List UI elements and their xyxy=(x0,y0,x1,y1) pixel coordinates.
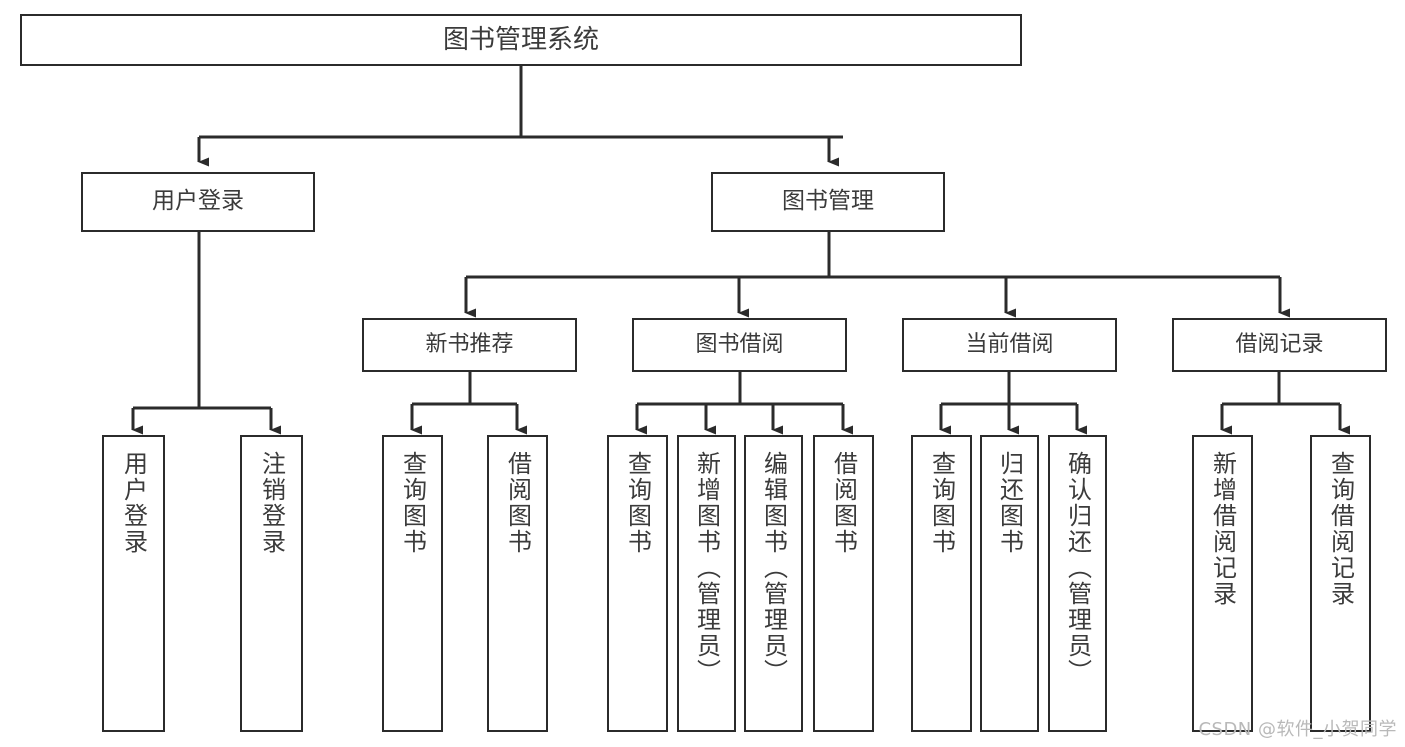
node-user-login-label: 用户登录 xyxy=(152,188,244,215)
node-leaf-add-record-label: 新增借阅记录 xyxy=(1208,451,1237,607)
node-borrow-record-label: 借阅记录 xyxy=(1235,332,1324,358)
node-leaf-query-book-2-label: 查询图书 xyxy=(623,451,652,555)
node-leaf-edit-book[interactable]: 编辑图书（管理员） xyxy=(744,435,803,732)
node-leaf-add-record[interactable]: 新增借阅记录 xyxy=(1192,435,1253,732)
node-leaf-query-book-1[interactable]: 查询图书 xyxy=(382,435,443,732)
node-leaf-add-book[interactable]: 新增图书（管理员） xyxy=(677,435,736,732)
node-book-borrow[interactable]: 图书借阅 xyxy=(632,318,847,372)
node-new-book-rec[interactable]: 新书推荐 xyxy=(362,318,577,372)
node-leaf-confirm-return[interactable]: 确认归还（管理员） xyxy=(1048,435,1107,732)
node-leaf-confirm-return-label: 确认归还（管理员） xyxy=(1063,451,1092,685)
node-book-manage[interactable]: 图书管理 xyxy=(711,172,945,232)
node-leaf-borrow-book-2-label: 借阅图书 xyxy=(829,451,858,555)
node-leaf-query-book-2[interactable]: 查询图书 xyxy=(607,435,668,732)
node-leaf-user-login-label: 用户登录 xyxy=(119,451,148,555)
node-user-login[interactable]: 用户登录 xyxy=(81,172,315,232)
node-leaf-user-login[interactable]: 用户登录 xyxy=(102,435,165,732)
node-borrow-record[interactable]: 借阅记录 xyxy=(1172,318,1387,372)
node-leaf-logout[interactable]: 注销登录 xyxy=(240,435,303,732)
watermark: CSDN @软件_小贺同学 xyxy=(1198,719,1397,740)
node-leaf-query-record-label: 查询借阅记录 xyxy=(1326,451,1355,607)
node-root[interactable]: 图书管理系统 xyxy=(20,14,1022,66)
node-leaf-query-record[interactable]: 查询借阅记录 xyxy=(1310,435,1371,732)
node-leaf-return-book[interactable]: 归还图书 xyxy=(980,435,1039,732)
node-leaf-return-book-label: 归还图书 xyxy=(995,451,1024,555)
node-root-label: 图书管理系统 xyxy=(442,24,599,55)
node-book-manage-label: 图书管理 xyxy=(782,188,874,215)
node-leaf-borrow-book-1-label: 借阅图书 xyxy=(503,451,532,555)
node-new-book-rec-label: 新书推荐 xyxy=(425,332,514,358)
node-current-borrow[interactable]: 当前借阅 xyxy=(902,318,1117,372)
node-leaf-add-book-label: 新增图书（管理员） xyxy=(692,451,721,685)
node-book-borrow-label: 图书借阅 xyxy=(695,332,784,358)
node-leaf-query-book-3[interactable]: 查询图书 xyxy=(911,435,972,732)
node-leaf-logout-label: 注销登录 xyxy=(257,451,286,555)
node-current-borrow-label: 当前借阅 xyxy=(965,332,1054,358)
node-leaf-borrow-book-1[interactable]: 借阅图书 xyxy=(487,435,548,732)
node-leaf-edit-book-label: 编辑图书（管理员） xyxy=(759,451,788,685)
node-leaf-borrow-book-2[interactable]: 借阅图书 xyxy=(813,435,874,732)
node-leaf-query-book-1-label: 查询图书 xyxy=(398,451,427,555)
node-leaf-query-book-3-label: 查询图书 xyxy=(927,451,956,555)
